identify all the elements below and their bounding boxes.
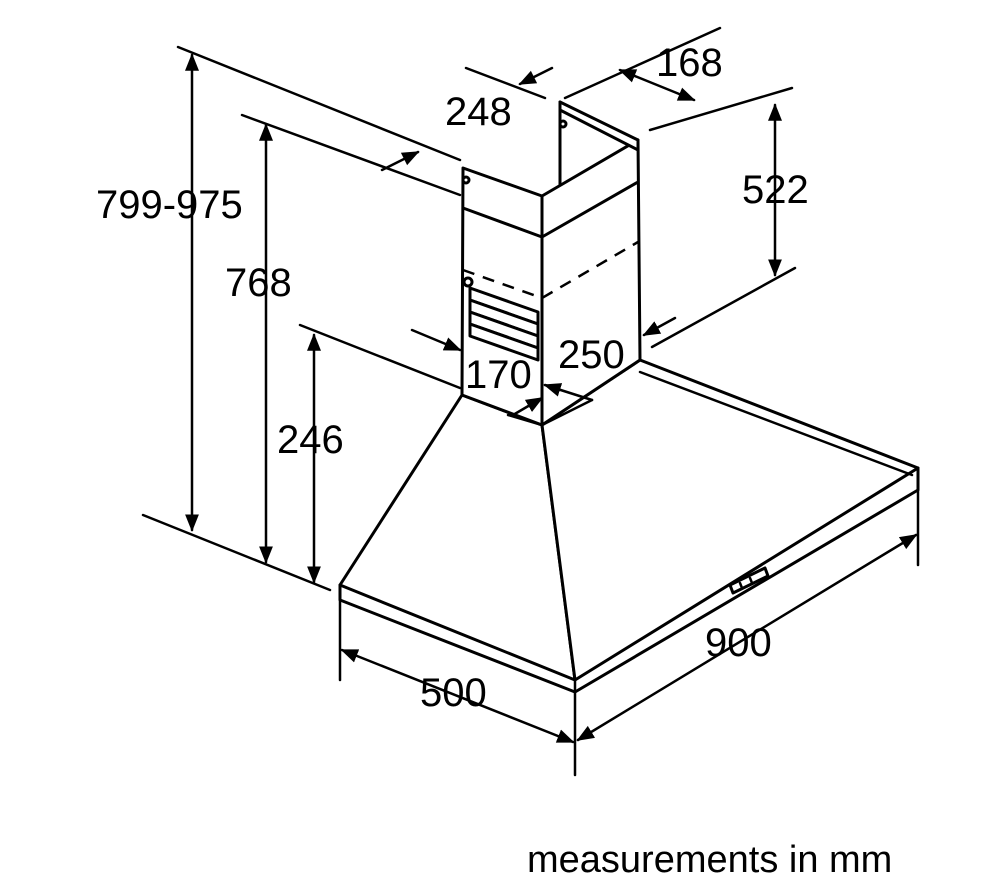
arrow-front-width-left <box>543 383 594 402</box>
arrow-side-depth-right <box>511 396 544 417</box>
label-canopy-height: 246 <box>277 418 344 462</box>
arrow-hood-depth <box>340 648 575 744</box>
label-height-to-chimney: 768 <box>225 261 292 305</box>
arrow-side-depth-left <box>410 328 462 352</box>
label-front-width: 250 <box>558 333 625 377</box>
label-hood-width: 900 <box>705 621 772 665</box>
vent-grille-icon <box>468 286 540 362</box>
hood-outline <box>338 100 920 694</box>
arrow-hood-width <box>576 533 918 742</box>
arrow-chimney-depth-left <box>380 150 420 172</box>
label-chimney-width: 168 <box>656 41 723 85</box>
arrow-front-width-right <box>642 316 677 337</box>
extension-lines <box>141 26 920 777</box>
label-chimney-depth: 248 <box>445 90 512 134</box>
caption-units: measurements in mm <box>527 839 892 881</box>
dimension-arrows <box>185 53 918 744</box>
label-overall-height: 799-975 <box>96 183 243 227</box>
label-side-depth: 170 <box>465 353 532 397</box>
arrow-chimney-width <box>618 68 696 102</box>
arrow-chimney-depth-right <box>518 66 554 86</box>
label-hood-depth: 500 <box>420 671 487 715</box>
label-upper-chimney-height: 522 <box>742 168 809 212</box>
